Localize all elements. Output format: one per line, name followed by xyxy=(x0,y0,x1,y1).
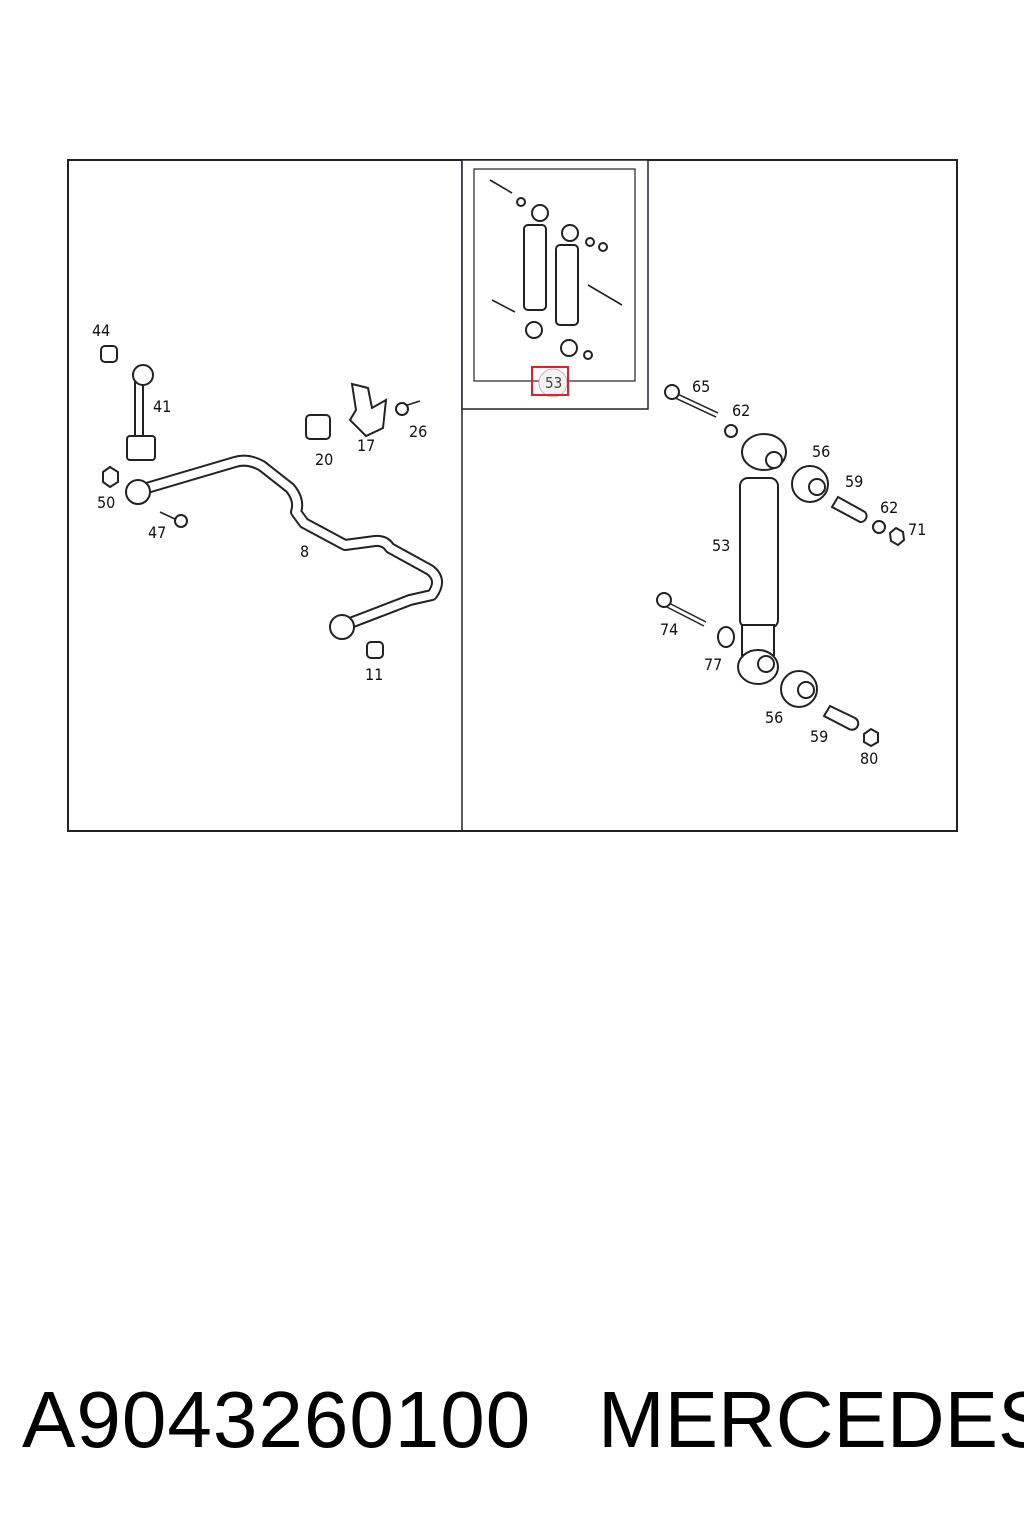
shock-thumbnail[interactable]: 53 xyxy=(461,159,649,410)
callout-77: 77 xyxy=(704,655,722,674)
brand-name: MERCEDES xyxy=(598,1375,1024,1464)
callout-41: 41 xyxy=(153,397,171,416)
part-number: A9043260100 xyxy=(22,1375,532,1464)
callout-80: 80 xyxy=(860,749,878,768)
shock-absorber-assembly xyxy=(656,384,906,748)
callout-47: 47 xyxy=(148,523,166,542)
highlight-box xyxy=(531,366,569,396)
footer: A9043260100 MERCEDES xyxy=(0,1370,1024,1480)
callout-56-top: 56 xyxy=(812,442,830,461)
callout-44: 44 xyxy=(92,321,110,340)
callout-56-bottom: 56 xyxy=(765,708,783,727)
callout-11: 11 xyxy=(365,665,383,684)
parts-diagram: 53 xyxy=(67,159,958,832)
callout-65: 65 xyxy=(692,377,710,396)
callout-62-right: 62 xyxy=(880,498,898,517)
callout-62-top: 62 xyxy=(732,401,750,420)
callout-8: 8 xyxy=(300,542,309,561)
callout-74: 74 xyxy=(660,620,678,639)
callout-26: 26 xyxy=(409,422,427,441)
callout-59-bottom: 59 xyxy=(810,727,828,746)
callout-17: 17 xyxy=(357,436,375,455)
callout-53-thumb: 53 xyxy=(545,374,562,392)
callout-59-top: 59 xyxy=(845,472,863,491)
callout-50: 50 xyxy=(97,493,115,512)
stabilizer-assembly xyxy=(100,345,443,659)
callout-53: 53 xyxy=(712,536,730,555)
callout-20: 20 xyxy=(315,450,333,469)
callout-71: 71 xyxy=(908,520,926,539)
